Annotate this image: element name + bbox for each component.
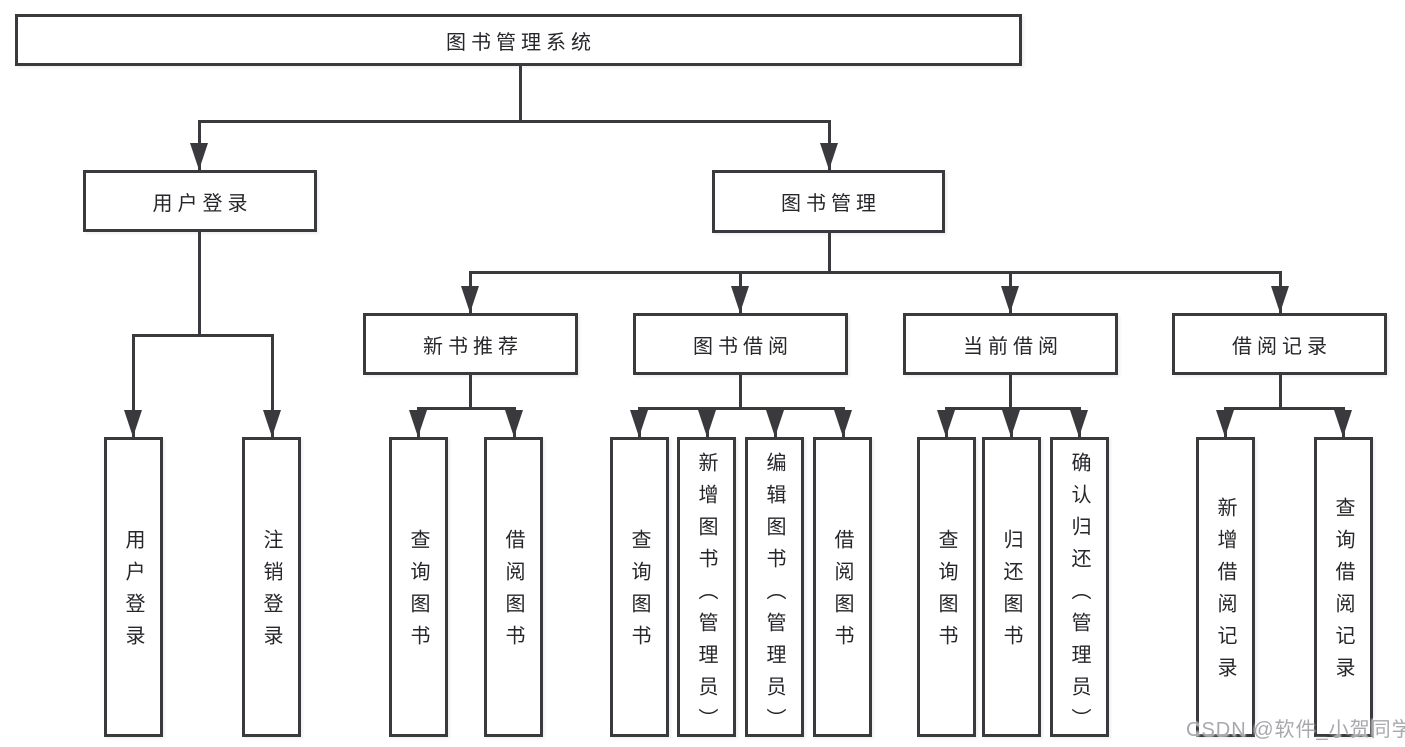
- arrowhead-down-icon: [263, 410, 281, 437]
- node-book-management: 图书管理: [712, 170, 945, 233]
- node-new-book-recommend: 新书推荐: [363, 313, 578, 375]
- leaf-add-borrow-record: 新增借阅记录: [1196, 437, 1255, 737]
- leaf-query-books-borrow: 查询图书: [610, 437, 669, 737]
- node-root-library-system: 图书管理系统: [15, 14, 1022, 66]
- connector-root-stem: [519, 66, 522, 120]
- leaf-query-books-recommend: 查询图书: [389, 437, 448, 737]
- connector-shaft: [132, 334, 135, 437]
- leaf-add-books-admin: 新增图书（管理员）: [677, 437, 736, 740]
- connector-records-rail: [1224, 407, 1345, 410]
- node-current-borrow: 当前借阅: [903, 313, 1118, 375]
- connector-recommend-rail: [417, 407, 516, 410]
- node-user-login: 用户登录: [83, 170, 317, 232]
- arrowhead-down-icon: [1001, 286, 1019, 313]
- connector-current-rail: [945, 407, 1081, 410]
- arrowhead-down-icon: [1334, 410, 1352, 437]
- connector-userlogin-rail: [132, 334, 274, 337]
- arrowhead-down-icon: [1216, 410, 1234, 437]
- connector-root-rail: [198, 120, 831, 123]
- csdn-watermark: CSDN @软件_小贺同学: [1186, 719, 1405, 741]
- arrowhead-down-icon: [698, 410, 716, 437]
- leaf-query-borrow-record: 查询借阅记录: [1314, 437, 1373, 737]
- arrowhead-down-icon: [731, 286, 749, 313]
- leaf-edit-books-admin: 编辑图书（管理员）: [745, 437, 804, 740]
- arrowhead-down-icon: [505, 410, 523, 437]
- connector-current-stem: [1009, 375, 1012, 407]
- leaf-return-books: 归还图书: [982, 437, 1041, 737]
- arrowhead-down-icon: [190, 143, 208, 170]
- leaf-user-login: 用户登录: [104, 437, 163, 737]
- arrowhead-down-icon: [1070, 410, 1088, 437]
- arrowhead-down-icon: [1002, 410, 1020, 437]
- connector-borrow-rail: [638, 407, 845, 410]
- arrowhead-down-icon: [937, 410, 955, 437]
- leaf-borrow-books-recommend: 借阅图书: [484, 437, 543, 737]
- arrowhead-down-icon: [409, 410, 427, 437]
- leaf-confirm-return-admin: 确认归还（管理员）: [1050, 437, 1109, 740]
- leaf-borrow-books: 借阅图书: [813, 437, 872, 737]
- arrowhead-down-icon: [820, 143, 838, 170]
- connector-shaft: [271, 334, 274, 437]
- arrowhead-down-icon: [834, 410, 852, 437]
- connector-records-stem: [1279, 375, 1282, 407]
- arrowhead-down-icon: [1271, 286, 1289, 313]
- arrowhead-down-icon: [461, 286, 479, 313]
- connector-bookmgmt-rail: [469, 271, 1281, 274]
- connector-userlogin-stem: [198, 232, 201, 334]
- leaf-logout: 注销登录: [242, 437, 301, 737]
- connector-recommend-stem: [469, 375, 472, 407]
- arrowhead-down-icon: [630, 410, 648, 437]
- connector-borrow-stem: [739, 375, 742, 407]
- node-book-borrow: 图书借阅: [633, 313, 848, 375]
- arrowhead-down-icon: [124, 410, 142, 437]
- connector-bookmgmt-stem: [828, 233, 831, 271]
- node-borrow-records: 借阅记录: [1172, 313, 1387, 375]
- leaf-query-books-current: 查询图书: [917, 437, 976, 737]
- arrowhead-down-icon: [766, 410, 784, 437]
